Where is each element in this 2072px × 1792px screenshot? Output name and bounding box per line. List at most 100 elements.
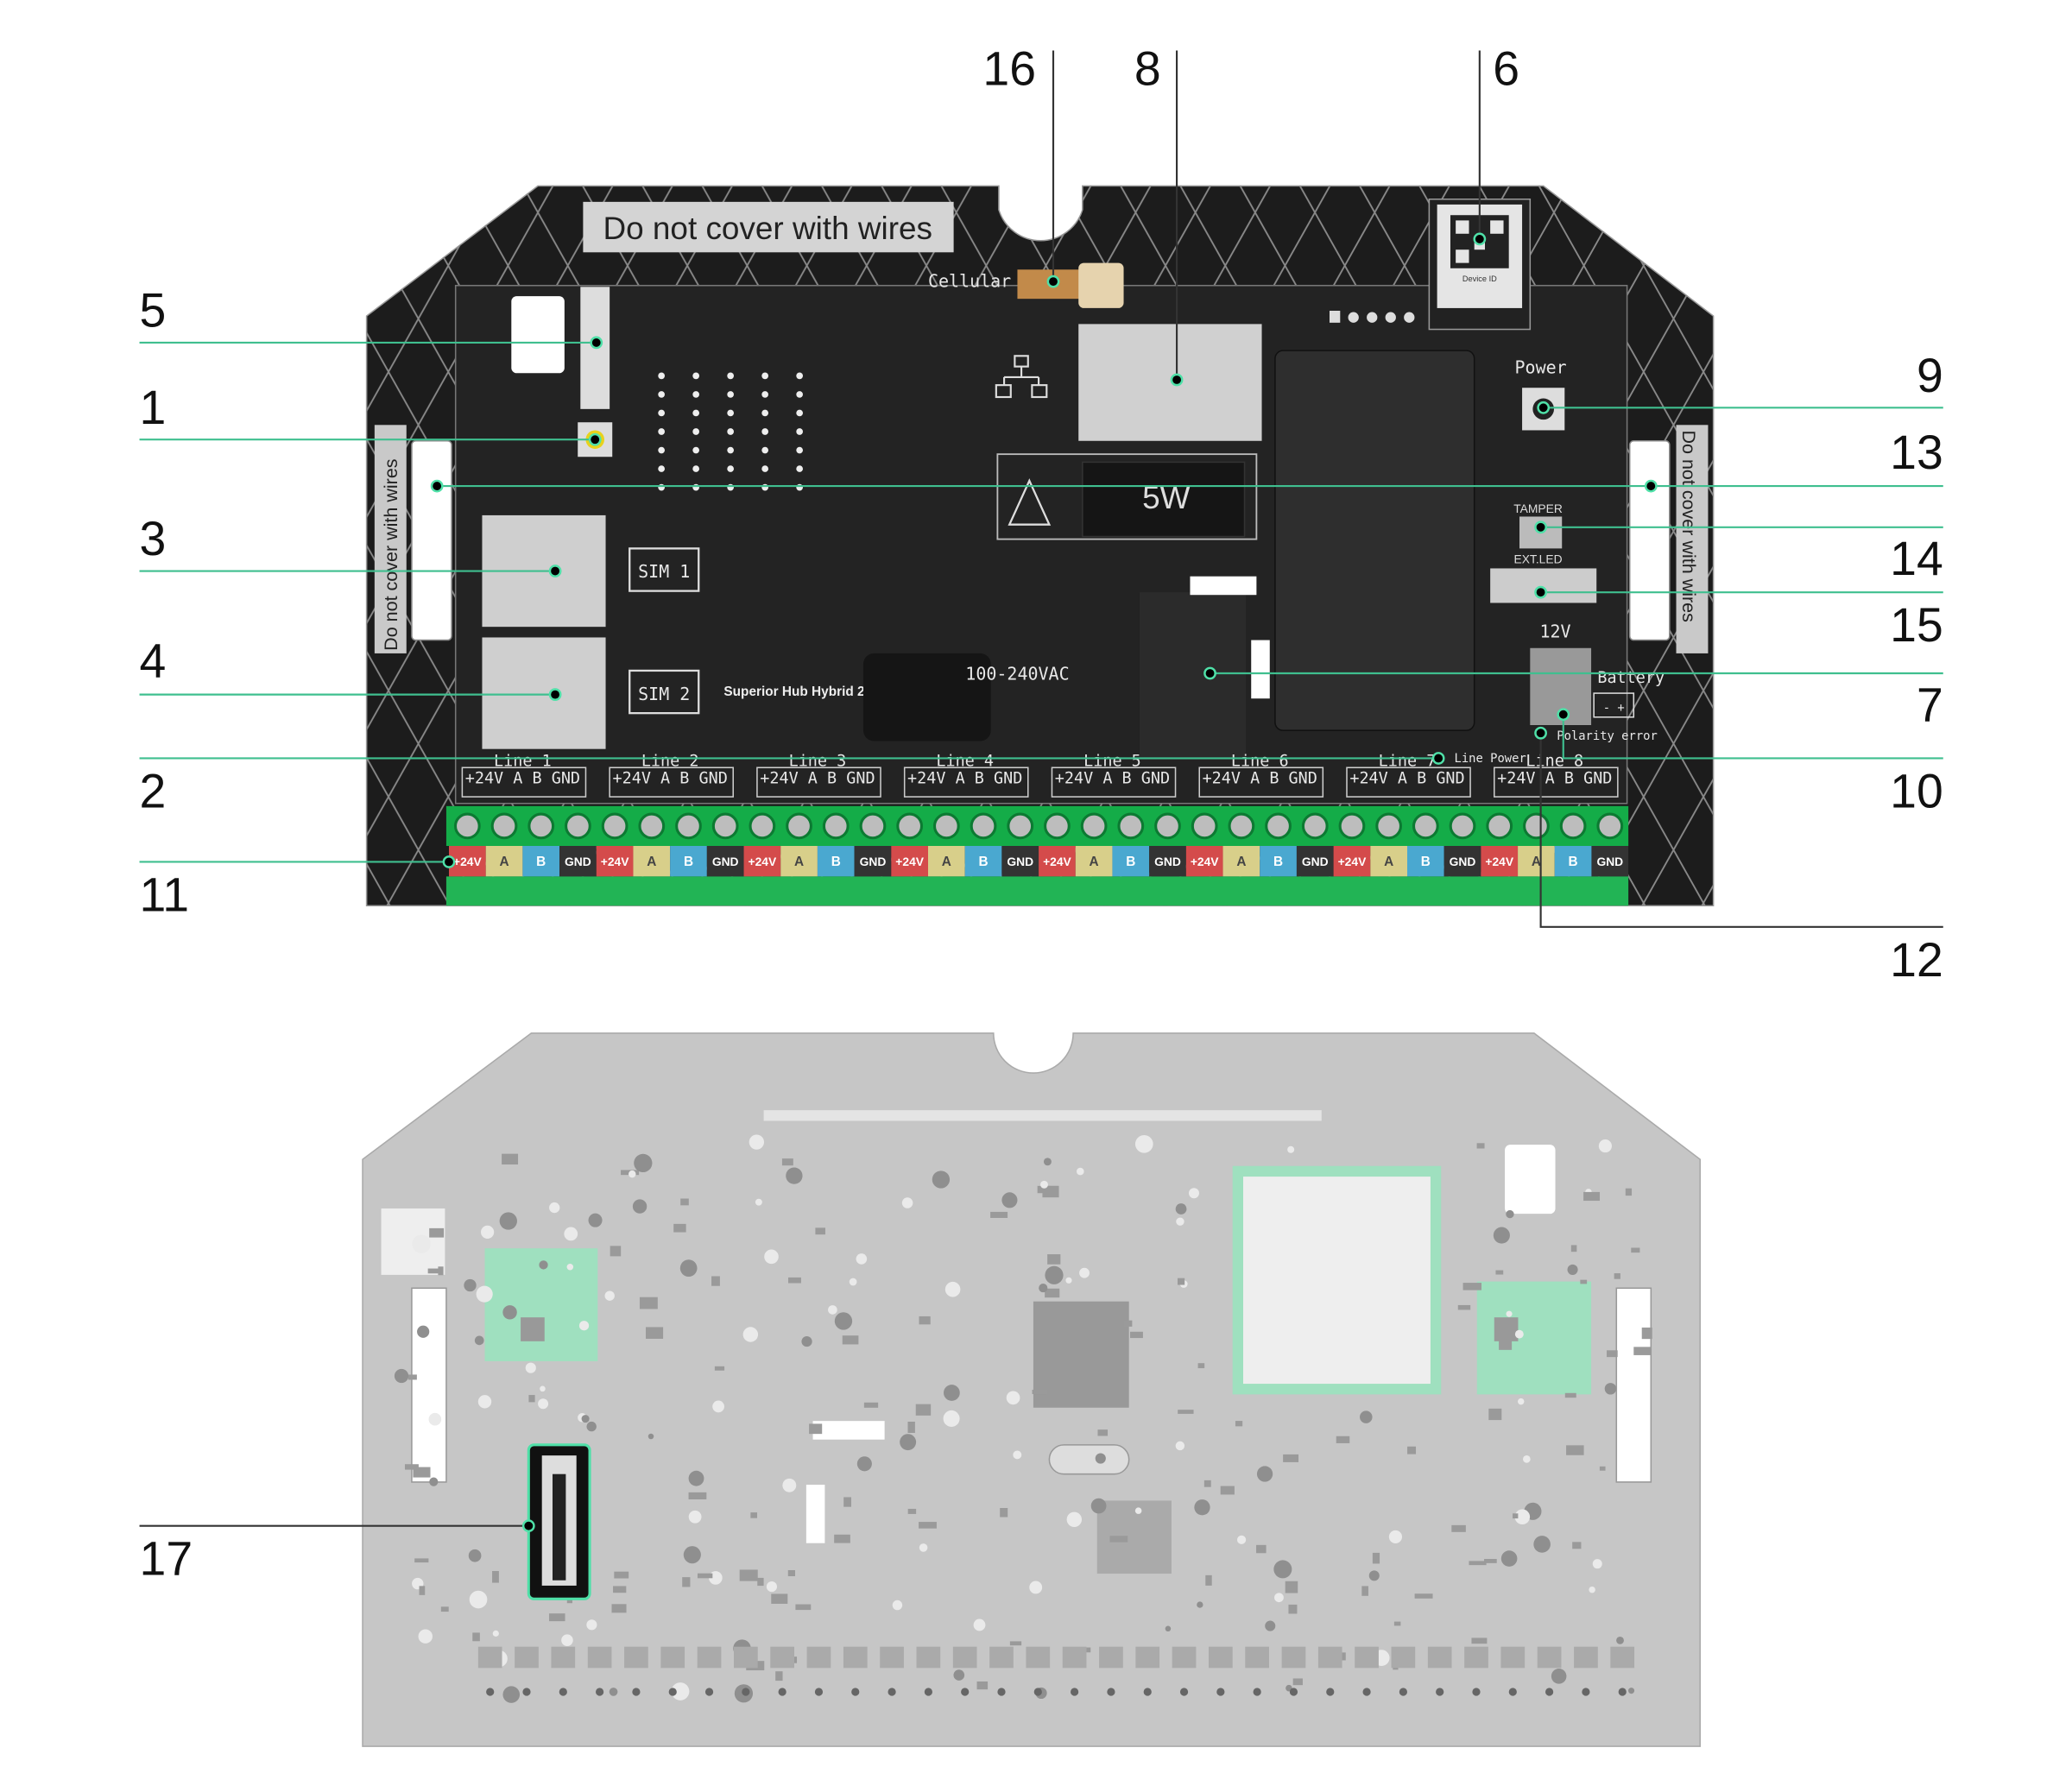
sim2-label: SIM 2 [638,684,690,704]
led-dot [658,409,665,417]
rear-component [502,1305,517,1320]
rear-component [429,1477,439,1486]
rear-component [1178,1410,1194,1414]
terminal-screw[interactable] [1301,812,1329,840]
terminal-screw[interactable] [527,812,555,840]
rear-component [815,1227,825,1235]
callout-2: 2 [140,764,167,817]
sim1-label: SIM 1 [638,561,690,582]
terminal-screw[interactable] [1338,812,1366,840]
terminal-screw[interactable] [453,812,481,840]
terminal-screw[interactable] [1007,812,1034,840]
terminal-header: +24V A B GND [465,770,580,788]
rear-component [863,1402,879,1408]
rear-terminal-pin [1033,1688,1042,1696]
callout-4: 4 [140,634,167,688]
terminal-label: +24V [1043,855,1071,868]
rear-component [1006,1391,1020,1405]
rear-terminal-pin [1436,1688,1444,1696]
terminal-screw[interactable] [970,812,997,840]
rear-component [787,1569,795,1576]
rear-component [1283,1454,1299,1462]
rear-component [943,1410,960,1427]
rear-component [502,1686,521,1703]
terminal-screw[interactable] [490,812,518,840]
rear-component [757,1577,764,1587]
terminal-screw[interactable] [1080,812,1108,840]
rear-component [1493,1227,1510,1244]
terminal-screw[interactable] [565,812,591,840]
terminal-screw[interactable] [1117,812,1145,840]
rear-terminal-pin [595,1688,604,1696]
terminal-screw[interactable] [1265,812,1292,840]
rear-terminal-pad [1172,1646,1197,1669]
rear-component [1451,1524,1466,1532]
led-dot [761,465,768,472]
rear-component [1598,1139,1612,1153]
rear-component [834,1312,853,1330]
terminal-screw[interactable] [638,812,666,840]
ethernet-port[interactable] [1078,324,1262,441]
rear-component [944,1281,961,1297]
terminal-screw[interactable] [1375,812,1403,840]
ethernet-icon [995,355,1048,399]
rear-component [1236,1535,1247,1544]
rear-component [1188,1188,1199,1199]
warning-label: Do not cover with wires [603,211,932,246]
rear-component [609,1688,618,1696]
rear-component [1567,1264,1578,1275]
terminal-screw[interactable] [1154,812,1181,840]
rear-component [492,1630,499,1637]
terminal-screw[interactable] [675,812,702,840]
terminal-screw[interactable] [1449,812,1476,840]
terminal-screw[interactable] [1191,812,1218,840]
terminal-screw[interactable] [1486,812,1513,840]
terminal-screw[interactable] [932,812,960,840]
terminal-color-tab [706,845,744,877]
led-dot [796,391,803,398]
rear-component [1499,1340,1513,1350]
callout-14: 14 [1890,532,1943,585]
mains-connector[interactable] [1139,592,1247,760]
terminal-screw[interactable] [1559,812,1587,840]
led-dot [761,391,768,398]
led-dot [658,391,665,398]
terminal-screw[interactable] [711,812,739,840]
rear-component [581,1415,590,1423]
rear-component [919,1543,928,1552]
rear-component [843,1497,851,1507]
terminal-color-tab [1443,845,1481,877]
rear-component [1194,1499,1210,1516]
terminal-screw[interactable] [1228,812,1255,840]
heater [1082,461,1246,538]
terminal-screw[interactable] [601,812,629,840]
rear-terminal-pin [1399,1688,1407,1696]
terminal-screw[interactable] [859,812,887,840]
rear-component [429,1227,445,1238]
callout-9: 9 [1917,349,1943,402]
led-grid [658,372,803,491]
rear-terminal-pin [1107,1688,1115,1696]
battery-label: Battery [1597,669,1665,687]
terminal-screw[interactable] [749,812,776,840]
rear-component [1043,1158,1052,1166]
led-dot [727,372,734,380]
terminal-screw[interactable] [1412,812,1439,840]
terminal-screw[interactable] [1044,812,1071,840]
terminal-screw[interactable] [1523,812,1550,840]
rear-component [1533,1536,1551,1553]
rear-terminal-pad [989,1646,1014,1669]
terminal-header: +24V A B GND [1203,770,1317,788]
rear-component [418,1629,433,1644]
terminal-screw[interactable] [896,812,924,840]
terminal-screw[interactable] [822,812,850,840]
rear-component [1476,1143,1485,1149]
terminal-screw[interactable] [786,812,812,840]
rear-component [771,1593,788,1604]
terminal-color-tab [1112,845,1150,877]
rear-component [907,1508,917,1514]
terminal-color-tab [1554,845,1592,877]
terminal-screw[interactable] [1596,812,1624,840]
rear-terminal-pin [1143,1688,1152,1696]
